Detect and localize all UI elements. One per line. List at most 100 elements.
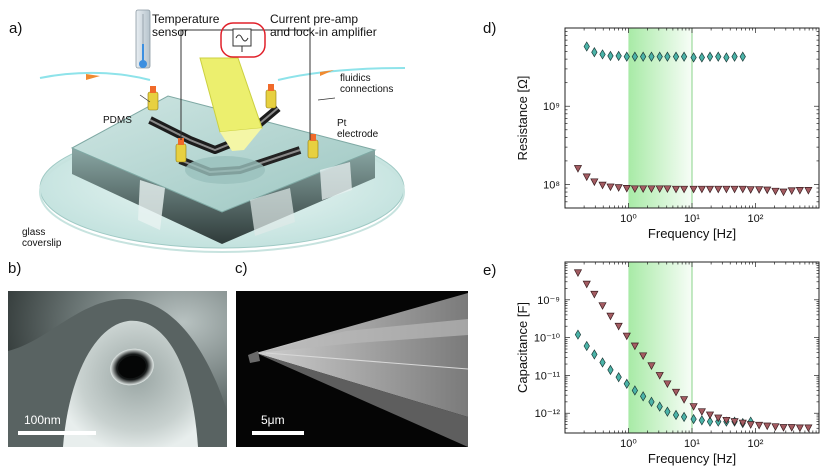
y-tick-label: 10⁻¹² <box>535 408 561 420</box>
panel-label-d: d) <box>483 20 497 37</box>
data-point-triangle <box>738 185 747 194</box>
scale-label-c: 5μm <box>261 413 285 427</box>
data-point-triangle <box>714 185 723 194</box>
data-point-triangle <box>639 185 648 194</box>
data-point-diamond <box>672 409 680 421</box>
data-point-diamond <box>648 396 655 408</box>
y-tick-label: 10⁸ <box>543 179 560 191</box>
data-point-diamond <box>623 51 630 62</box>
y-axis-label: Resistance [Ω] <box>515 76 530 161</box>
data-point-diamond <box>648 51 655 62</box>
pdms-block-top <box>70 95 377 213</box>
label-pdms: PDMS <box>103 115 132 126</box>
data-point-triangle <box>590 290 599 299</box>
label-coverslip: glass coverslip <box>22 227 62 249</box>
sem-image-pipette: 5μm <box>236 291 468 447</box>
data-point-triangle <box>663 185 672 194</box>
fluidic-connector <box>147 89 319 163</box>
data-point-triangle <box>755 186 764 194</box>
data-point-diamond <box>615 50 622 62</box>
panel-label-b: b) <box>8 260 22 277</box>
data-point-triangle <box>614 184 623 192</box>
data-point-triangle <box>647 362 656 371</box>
data-point-triangle <box>689 185 698 194</box>
data-point-triangle <box>614 322 623 331</box>
y-tick-label: 10⁻¹¹ <box>535 370 561 382</box>
fluidics-tubing-left <box>39 71 151 81</box>
data-point-triangle <box>622 332 631 341</box>
data-point-diamond <box>640 391 647 402</box>
data-point-diamond <box>656 51 663 62</box>
data-point-triangle <box>573 165 583 173</box>
data-point-triangle <box>590 178 599 187</box>
data-point-diamond <box>615 371 622 383</box>
data-point-triangle <box>804 187 813 195</box>
data-point-triangle <box>606 312 615 321</box>
data-point-triangle <box>787 424 796 432</box>
data-point-diamond <box>690 52 697 63</box>
y-tick-label: 10⁹ <box>543 101 560 113</box>
data-point-triangle <box>573 269 583 277</box>
data-point-triangle <box>730 418 739 426</box>
pdms-block-front <box>72 148 375 244</box>
data-point-triangle <box>697 185 706 194</box>
data-point-triangle <box>755 421 764 430</box>
data-point-triangle <box>705 411 715 420</box>
data-point-triangle <box>779 188 788 197</box>
data-point-diamond <box>583 41 590 52</box>
panel-label-c: c) <box>235 260 248 277</box>
data-point-diamond <box>698 415 705 426</box>
data-point-triangle <box>639 352 648 361</box>
fluidics-tubing-right <box>277 67 406 81</box>
label-temperature-sensor: Temperature sensor <box>152 12 220 39</box>
data-point-triangle <box>647 185 656 194</box>
data-point-diamond <box>706 51 714 62</box>
panel-a: a) <box>0 0 420 262</box>
data-point-diamond <box>607 50 614 62</box>
y-axis-label: Capacitance [F] <box>515 302 530 393</box>
data-point-triangle <box>679 185 689 194</box>
sem-pore-drawing <box>8 291 227 447</box>
data-point-diamond <box>631 51 638 62</box>
data-point-diamond <box>591 349 598 360</box>
scale-bar-c <box>252 431 304 435</box>
data-point-triangle <box>622 185 631 193</box>
data-point-diamond <box>680 51 688 62</box>
data-point-diamond <box>672 51 680 62</box>
x-tick-label: 10⁰ <box>620 438 637 450</box>
y-tick-label: 10⁻¹⁰ <box>534 333 561 345</box>
data-point-diamond <box>739 51 746 62</box>
panel-label-e: e) <box>483 262 497 279</box>
data-point-diamond <box>599 357 606 368</box>
data-point-triangle <box>630 185 639 194</box>
data-point-triangle <box>671 185 681 194</box>
data-point-triangle <box>582 280 591 289</box>
data-point-triangle <box>705 185 715 194</box>
sem-pipette-drawing <box>236 291 468 447</box>
data-point-diamond <box>583 340 590 352</box>
x-tick-label: 10¹ <box>684 438 700 450</box>
data-point-triangle <box>582 173 591 182</box>
x-tick-label: 10⁰ <box>620 213 637 225</box>
data-point-diamond <box>690 413 697 425</box>
data-point-diamond <box>631 385 638 396</box>
label-amplifier: Current pre-amp and lock-in amplifier <box>270 12 377 39</box>
data-point-triangle <box>671 388 681 397</box>
data-point-triangle <box>763 186 772 195</box>
data-point-triangle <box>746 186 755 194</box>
data-point-diamond <box>664 51 671 62</box>
device-schematic <box>39 9 406 253</box>
data-point-triangle <box>630 342 639 351</box>
data-point-triangle <box>689 403 698 411</box>
label-pt-electrode: Pt electrode <box>337 118 379 140</box>
y-tick-label: 10⁻⁹ <box>537 295 560 307</box>
data-point-diamond <box>656 401 663 412</box>
data-point-diamond <box>706 416 714 427</box>
data-point-diamond <box>731 51 738 62</box>
data-point-triangle <box>738 419 747 428</box>
x-tick-label: 10¹ <box>684 213 700 225</box>
data-point-triangle <box>655 185 664 194</box>
x-axis-label: Frequency [Hz] <box>648 451 736 466</box>
